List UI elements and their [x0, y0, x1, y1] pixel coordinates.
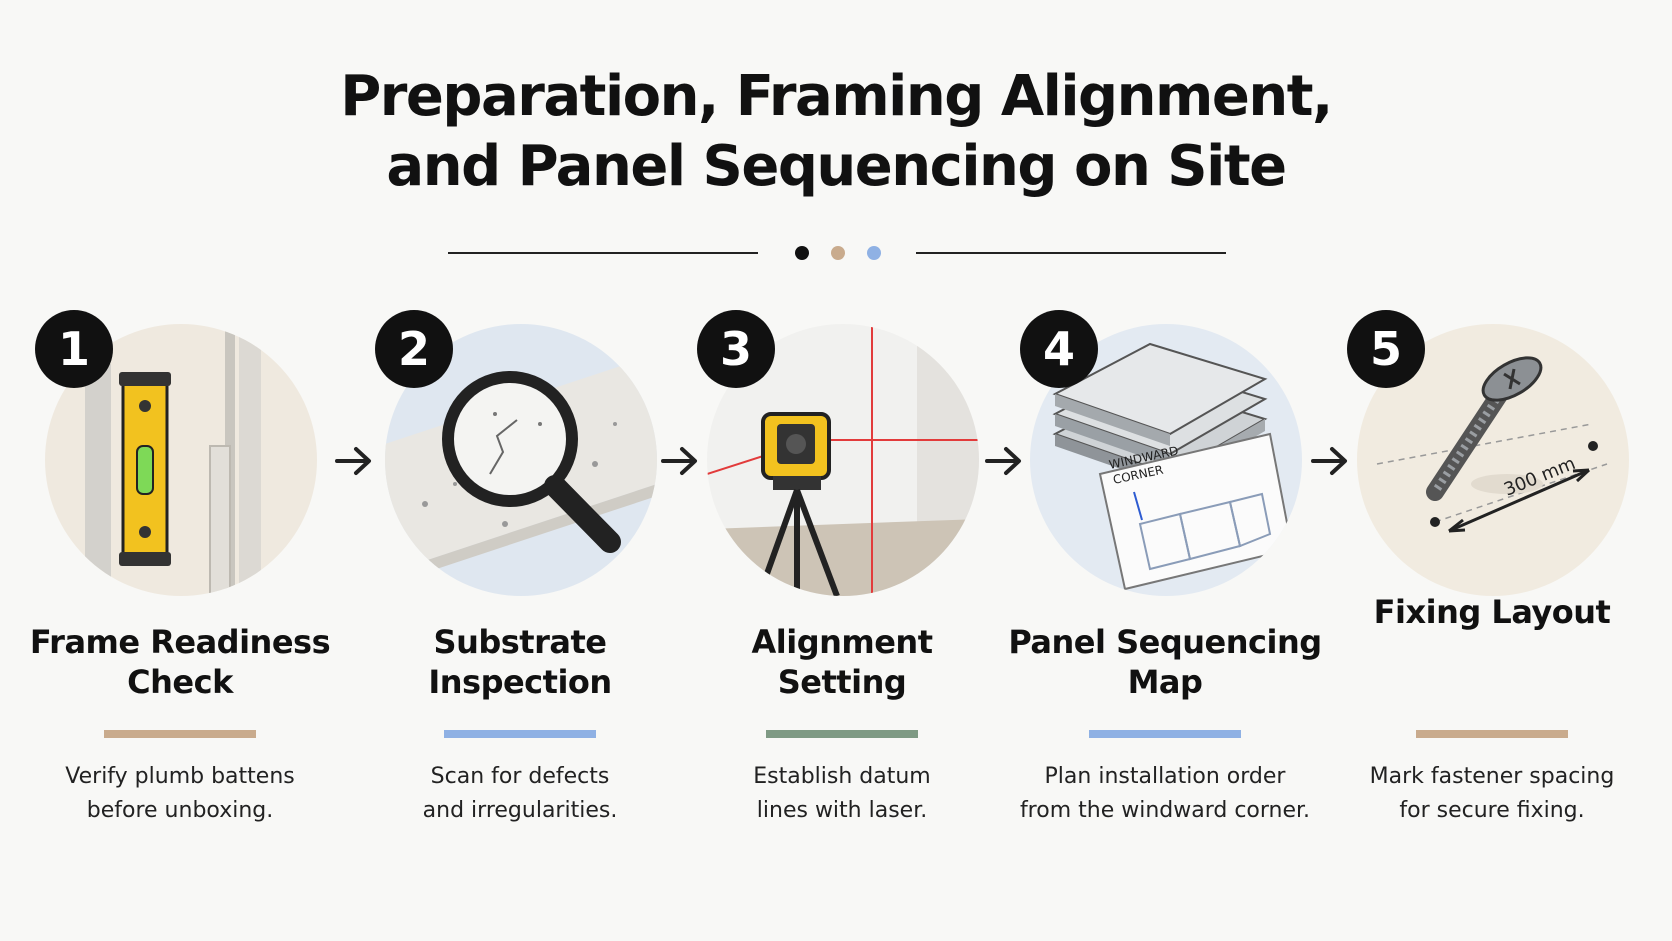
step-number-badge: 4: [1020, 310, 1098, 388]
step-description: Scan for defects and irregularities.: [422, 764, 618, 823]
arrow-right-icon: [1310, 444, 1350, 478]
step-number-badge: 5: [1347, 310, 1425, 388]
divider-left: [448, 252, 758, 254]
step-number-badge: 2: [375, 310, 453, 388]
accent-bar: [766, 730, 918, 738]
step-number-badge: 1: [35, 310, 113, 388]
page-title: Preparation, Framing Alignment, and Pane…: [0, 62, 1672, 202]
title-line-2: and Panel Sequencing on Site: [386, 134, 1287, 199]
step-number-badge: 3: [697, 310, 775, 388]
divider-right: [916, 252, 1226, 254]
title-line-1: Preparation, Framing Alignment,: [340, 64, 1333, 129]
panel-stack-map-icon: WINDWARD CORNER: [1030, 324, 1302, 596]
arrow-right-icon: [334, 444, 374, 478]
step-title: Substrate Inspection: [428, 623, 612, 701]
dot-tan: [831, 246, 845, 260]
step-title: Frame Readiness Check: [29, 623, 331, 701]
step-description: Mark fastener spacing for secure fixing.: [1369, 764, 1615, 823]
step-description: Establish datum lines with laser.: [753, 764, 931, 823]
dot-blue: [867, 246, 881, 260]
arrow-right-icon: [984, 444, 1024, 478]
step-title: Alignment Setting: [751, 623, 933, 701]
arrow-right-icon: [660, 444, 700, 478]
step-description: Verify plumb battens before unboxing.: [65, 764, 295, 823]
step-title: Panel Sequencing Map: [1008, 623, 1322, 701]
dimension-label: 300 mm: [1501, 453, 1579, 501]
accent-bar: [1089, 730, 1241, 738]
dot-dark: [795, 246, 809, 260]
accent-bar: [444, 730, 596, 738]
accent-bar: [104, 730, 256, 738]
step-description: Plan installation order from the windwar…: [1019, 764, 1311, 823]
accent-bar: [1416, 730, 1568, 738]
step-title: Fixing Layout: [1373, 593, 1611, 631]
